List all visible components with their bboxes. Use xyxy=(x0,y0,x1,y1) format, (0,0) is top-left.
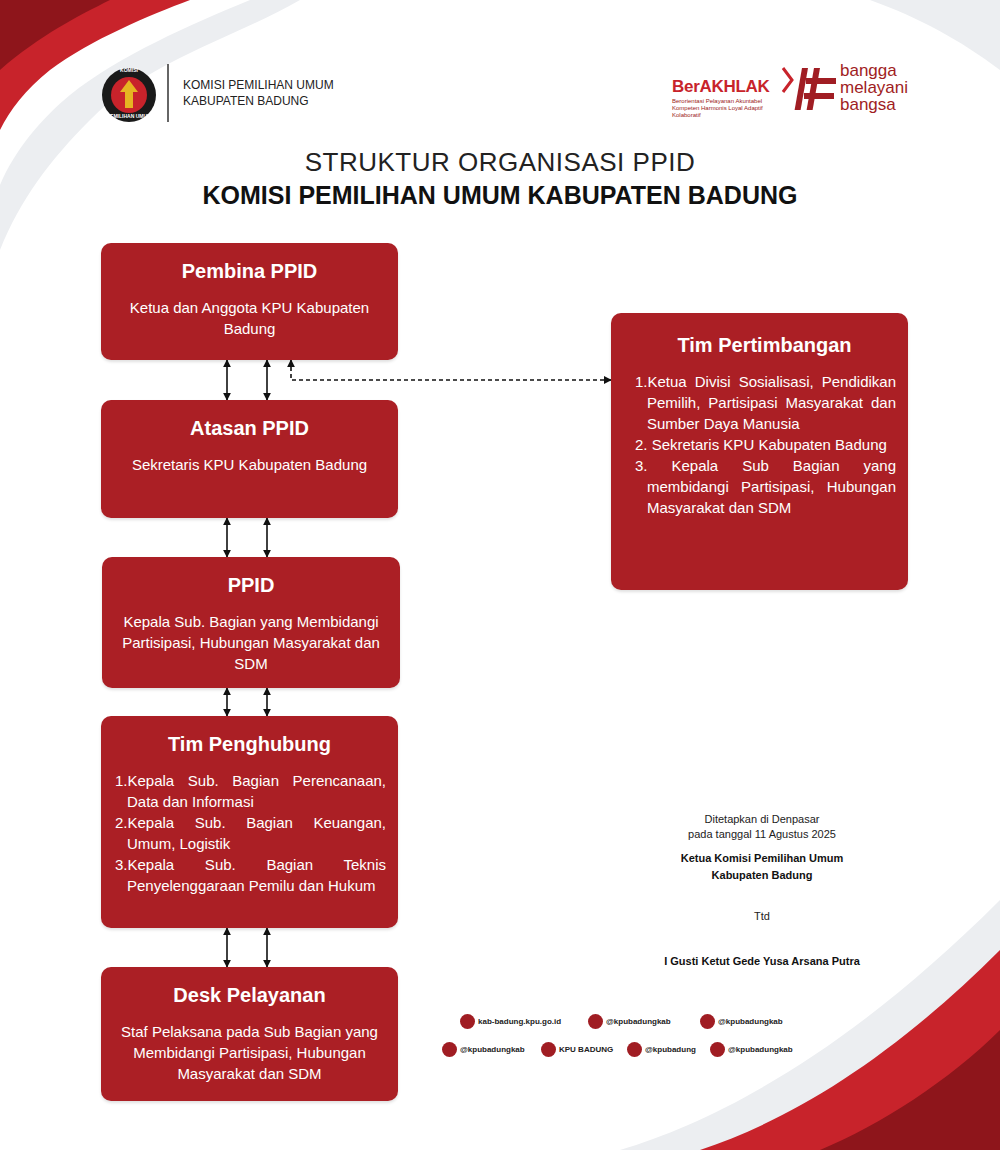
wave-red xyxy=(0,0,190,130)
social-handle: kab-badung.kpu.go.id xyxy=(478,1017,588,1027)
hashtag-symbol xyxy=(795,68,836,110)
double-arrow xyxy=(226,518,228,557)
brand-name: BerAKHLAK xyxy=(672,76,792,97)
double-arrow xyxy=(226,360,228,400)
social-handle: @kpubadung xyxy=(645,1045,715,1055)
social-handle: @kpubadungkab xyxy=(718,1017,813,1027)
org-name: KABUPATEN BADUNG xyxy=(183,94,383,109)
slogan-word: bangga xyxy=(840,62,930,79)
social-handle: @kpubadungkab xyxy=(460,1045,540,1055)
social-handle: @kpubadungkab xyxy=(606,1017,701,1027)
wave-grey xyxy=(0,0,300,250)
wave-dark xyxy=(820,1030,1000,1150)
org-box: PPID Kepala Sub. Bagian yang Membidangi P… xyxy=(102,557,400,688)
box-heading: Tim Penghubung xyxy=(113,732,386,756)
social-handle: KPU BADUNG xyxy=(559,1045,629,1055)
hash-bar xyxy=(804,93,834,99)
signatory-title: Ketua Komisi Pemilihan Umum xyxy=(612,852,912,866)
hash-bar xyxy=(806,78,836,84)
wave-dark xyxy=(0,0,110,70)
subtitle-heading: KOMISI PEMILIHAN UMUM KABUPATEN BADUNG xyxy=(0,180,1000,211)
wave-grey xyxy=(870,0,1000,70)
hash-bar xyxy=(795,68,808,110)
slogan-word: bangsa xyxy=(840,96,930,113)
signatory-name: I Gusti Ketut Gede Yusa Arsana Putra xyxy=(612,955,912,969)
slogan-word: melayani xyxy=(840,79,930,96)
list-item: 1.Ketua Divisi Sosialisasi, Pendidikan P… xyxy=(633,371,896,434)
double-arrow xyxy=(266,928,268,967)
org-box: Pembina PPID Ketua dan Anggota KPU Kabupa… xyxy=(101,243,398,360)
social-icon xyxy=(700,1014,715,1029)
signatory-title: Kabupaten Badung xyxy=(612,869,912,883)
box-heading: Tim Pertimbangan xyxy=(633,333,896,357)
box-heading: Desk Pelayanan xyxy=(113,983,386,1007)
wave-grey xyxy=(620,900,1000,1150)
social-icon xyxy=(460,1014,475,1029)
org-box: Atasan PPID Sekretaris KPU Kabupaten Badu… xyxy=(101,400,398,518)
signature-date: pada tanggal 11 Agustus 2025 xyxy=(612,828,912,842)
social-icon xyxy=(442,1042,457,1057)
double-arrow xyxy=(226,928,228,967)
dashed-connector xyxy=(291,360,611,380)
hash-bar xyxy=(807,68,820,110)
list-item: 3.Kepala Sub. Bagian Teknis Penyelenggar… xyxy=(113,854,386,896)
double-arrow xyxy=(266,360,268,400)
double-arrow xyxy=(266,688,268,716)
box-body: Kepala Sub. Bagian yang Membidangi Parti… xyxy=(114,611,388,674)
seal-garuda xyxy=(120,80,138,108)
header-divider xyxy=(167,64,169,122)
org-box: Desk PelayananStaf Pelaksana pada Sub Ba… xyxy=(101,967,398,1101)
social-icon xyxy=(541,1042,556,1057)
org-box: Tim Pertimbangan 1.Ketua Divisi Sosialisa… xyxy=(611,313,908,590)
wave-red xyxy=(700,950,1000,1150)
diagram-title: STRUKTUR ORGANISASI PPID xyxy=(0,146,1000,179)
social-handle: @kpubadungkab xyxy=(728,1045,818,1055)
box-body: Ketua dan Anggota KPU Kabupaten Badung xyxy=(113,297,386,339)
box-body: Staf Pelaksana pada Sub Bagian yang Memb… xyxy=(113,1021,386,1084)
list-item: 2.Kepala Sub. Bagian Keuangan, Umum, Log… xyxy=(113,812,386,854)
list-item: 3. Kepala Sub Bagian yang membidangi Par… xyxy=(633,455,896,518)
list-item: 2. Sekretaris KPU Kabupaten Badung xyxy=(633,434,896,455)
seal-center xyxy=(111,77,147,113)
wave-white xyxy=(0,0,250,185)
org-name: KOMISI PEMILIHAN UMUM xyxy=(183,78,383,93)
box-heading: PPID xyxy=(114,573,388,597)
berakhlak-chevron xyxy=(783,68,792,92)
box-heading: Atasan PPID xyxy=(113,416,386,440)
double-arrow xyxy=(266,518,268,557)
seal-text: PEMILIHAN UMUM xyxy=(99,114,159,120)
social-icon xyxy=(627,1042,642,1057)
seal-text: KOMISI xyxy=(109,68,149,74)
box-heading: Pembina PPID xyxy=(113,259,386,283)
box-body: Sekretaris KPU Kabupaten Badung xyxy=(113,454,386,475)
signature-mark: Ttd xyxy=(612,910,912,924)
org-box: Tim Penghubung 1.Kepala Sub. Bagian Peren… xyxy=(101,716,398,928)
signature-place: Ditetapkan di Denpasar xyxy=(612,813,912,827)
list-item: 1.Kepala Sub. Bagian Perencanaan, Data d… xyxy=(113,770,386,812)
brand-tagline: Berorientasi Pelayanan Akuntabel Kompete… xyxy=(672,98,788,119)
double-arrow xyxy=(226,688,228,716)
social-icon xyxy=(588,1014,603,1029)
social-icon xyxy=(710,1042,725,1057)
